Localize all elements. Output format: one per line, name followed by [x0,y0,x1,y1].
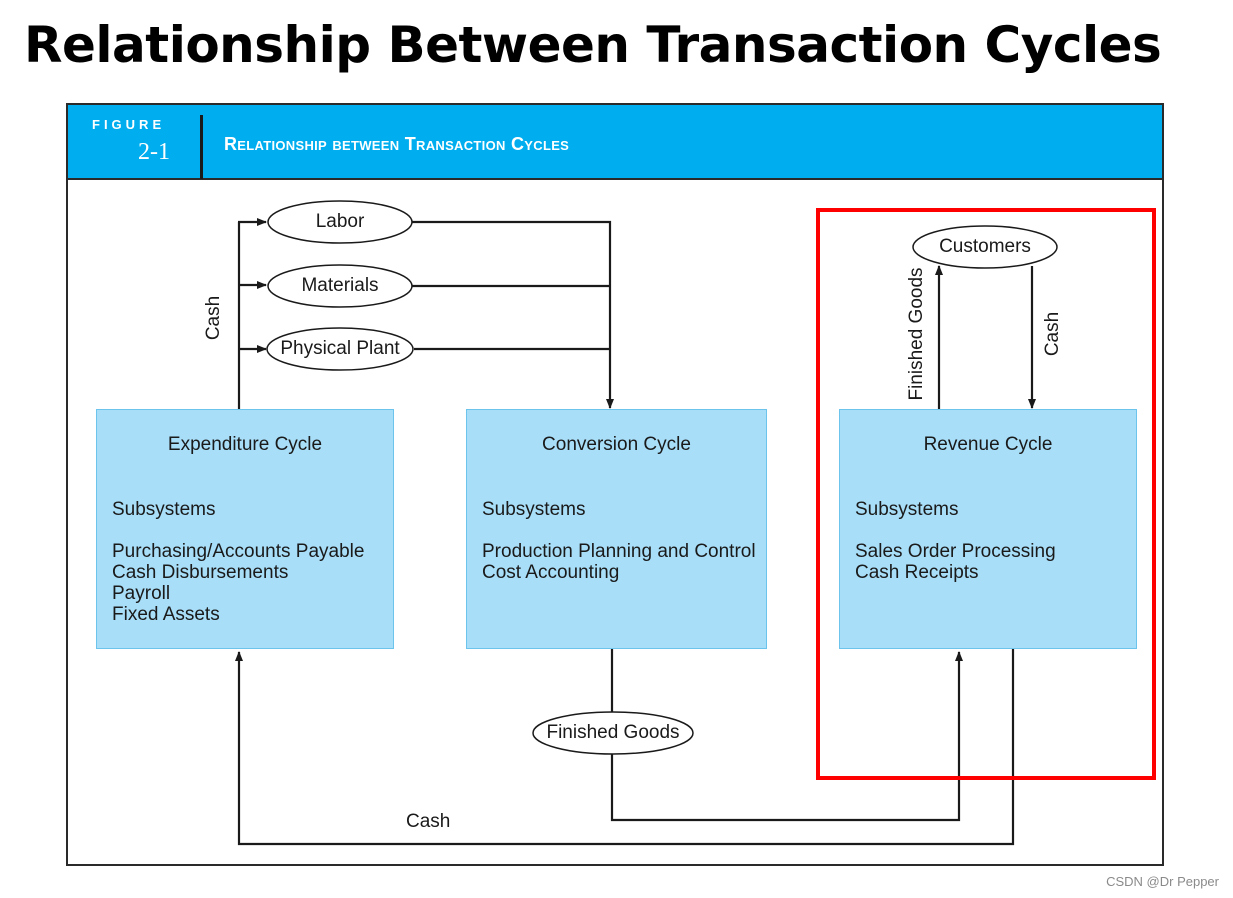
labor-ellipse [267,200,413,244]
figure-number: 2-1 [138,139,170,165]
watermark: CSDN @Dr Pepper [1106,874,1219,889]
customers-label: Customers [939,236,1031,257]
revenue-cycle-title: Revenue Cycle [923,434,1053,455]
expenditure-cycle-title: Expenditure Cycle [167,434,323,455]
revenue-cycle-box: Revenue Cycle Subsystems Sales Order Pro… [839,409,1137,649]
finished-goods-to-revenue-arrow [610,651,963,822]
revenue-subsystems-list: Sales Order Processing Cash Receipts [855,541,1056,583]
cash-to-resources-label: Cash [203,295,224,341]
figure-divider [200,115,203,179]
conversion-cycle-title: Conversion Cycle [542,434,691,455]
subsystem-item: Production Planning and Control [482,541,756,562]
materials-ellipse [267,264,413,308]
figure-label: FIGURE [92,117,166,132]
labor-to-conversion [412,220,614,409]
physical-plant-ellipse [266,327,414,371]
materials-label: Materials [301,275,379,296]
subsystem-item: Cash Disbursements [112,562,289,583]
conversion-subsystems-label: Subsystems [482,499,586,520]
slide-title: Relationship Between Transaction Cycles [24,16,1162,74]
revenue-subsystems-label: Subsystems [855,499,959,520]
expenditure-subsystems-list: Purchasing/Accounts Payable Cash Disburs… [112,541,364,625]
subsystem-item: Payroll [112,583,171,604]
subsystem-item: Purchasing/Accounts Payable [112,541,365,562]
subsystem-item: Fixed Assets [112,604,220,625]
cash-to-expenditure-label: Cash [406,811,451,832]
physical-plant-label: Physical Plant [280,338,400,359]
subsystem-item: Cost Accounting [482,562,620,583]
figure-header: FIGURE 2-1 Relationship between Transact… [68,105,1162,180]
finished-goods-ellipse [532,711,694,755]
finished-goods-label: Finished Goods [546,722,680,743]
conversion-cycle-box: Conversion Cycle Subsystems Production P… [466,409,767,649]
labor-label: Labor [315,211,365,232]
conversion-subsystems-list: Production Planning and Control Cost Acc… [482,541,756,583]
revenue-highlight-box [816,208,1156,780]
figure-caption: Relationship between Transaction Cycles [224,134,570,154]
subsystem-item: Cash Receipts [855,562,979,583]
cash-to-expenditure-arrow [235,648,1015,846]
expenditure-subsystems-label: Subsystems [112,499,216,520]
customers-ellipse [912,225,1058,269]
subsystem-item: Sales Order Processing [855,541,1056,562]
expenditure-cycle-box: Expenditure Cycle Subsystems Purchasing/… [96,409,394,649]
